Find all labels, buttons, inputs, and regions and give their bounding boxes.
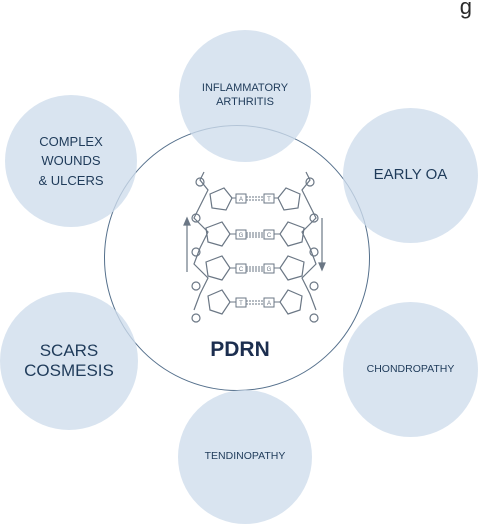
base-letter: C <box>267 233 272 239</box>
base-letter: C <box>239 267 244 273</box>
base-letter: A <box>267 301 271 307</box>
center-label-pdrn: PDRN <box>210 338 270 361</box>
base-letter: G <box>267 267 272 273</box>
base-letter: T <box>239 301 243 307</box>
node-label-line: COMPLEX <box>39 133 103 149</box>
base-letter: G <box>239 233 244 239</box>
node-label-line: & ULCERS <box>38 172 104 188</box>
node-inflammatory-arthritis: INFLAMMATORY ARTHRITIS <box>179 30 311 162</box>
node-label-line: COSMESIS <box>24 361 114 380</box>
node-label-line: SCARS <box>39 340 99 360</box>
node-label-line: TENDINOPATHY <box>204 450 286 463</box>
base-letter: T <box>267 197 271 203</box>
node-label-line: WOUNDS <box>41 153 101 169</box>
dna-double-helix-illustration: A T G C C G T A <box>183 171 326 323</box>
node-label-line: INFLAMMATORY <box>201 82 289 95</box>
node-early-oa: EARLY OA <box>343 108 478 243</box>
node-tendinopathy: TENDINOPATHY <box>178 390 312 524</box>
node-label-line: CHONDROPATHY <box>366 362 455 375</box>
arrow-down-icon-head <box>318 262 326 272</box>
dna-base-pairs <box>230 193 280 308</box>
node-complex-wounds: COMPLEX WOUNDS & ULCERS <box>5 95 137 227</box>
dna-backbone <box>191 171 319 323</box>
strand-direction-arrows <box>183 216 326 272</box>
node-label-line: ARTHRITIS <box>216 96 274 108</box>
base-letter: A <box>239 197 243 203</box>
node-chondropathy: CHONDROPATHY <box>343 302 478 437</box>
node-scars-cosmesis: SCARS COSMESIS <box>0 292 138 430</box>
corner-text-fragment: g <box>459 0 472 19</box>
base-letters: A T G C C G T A <box>239 197 272 307</box>
node-label-line: EARLY OA <box>373 166 448 184</box>
arrow-up-icon-head <box>183 216 191 226</box>
